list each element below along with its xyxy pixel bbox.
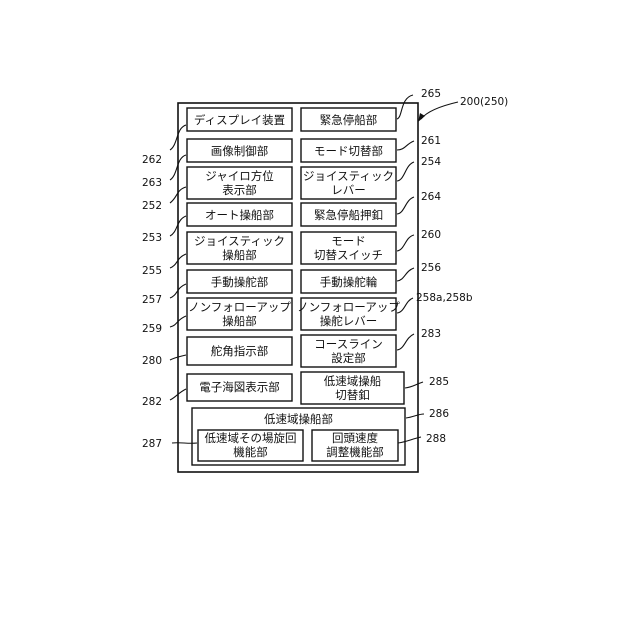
ref-200: 200(250) <box>460 96 508 108</box>
leader-285 <box>405 382 423 388</box>
ref-288: 288 <box>426 433 446 445</box>
ref-282: 282 <box>142 396 162 408</box>
ref-265: 265 <box>421 88 441 100</box>
emergency-stop-unit-label: 緊急停船部 <box>320 113 378 127</box>
ecdis-unit-label: 電子海図表示部 <box>199 380 280 394</box>
image-control-unit-label: 画像制御部 <box>211 144 269 158</box>
ref-252: 252 <box>142 200 162 212</box>
low-speed-unit-label: 低速域操船部 <box>264 412 333 426</box>
leader-260 <box>397 235 414 251</box>
joystick-lever-label-1: ジョイスティック <box>303 169 394 183</box>
pivot-turn-function-label-2: 機能部 <box>233 445 268 459</box>
leader-283 <box>397 334 414 350</box>
joystick-lever-label-2: レバー <box>331 183 366 197</box>
leader-265 <box>397 95 413 119</box>
mode-switch-label-2: 切替スイッチ <box>314 248 383 262</box>
leader-286 <box>406 414 424 418</box>
ref-262: 262 <box>142 154 162 166</box>
ref-263: 263 <box>142 177 162 189</box>
rudder-angle-unit-label: 舵角指示部 <box>211 344 269 358</box>
ref-258: 258a,258b <box>416 292 473 304</box>
leader-261 <box>397 141 414 150</box>
ref-255: 255 <box>142 265 162 277</box>
display-device-label: ディスプレイ装置 <box>194 113 285 127</box>
mode-switch-label-1: モード <box>331 234 366 248</box>
ref-285: 285 <box>429 376 449 388</box>
ref-264: 264 <box>421 191 441 203</box>
turn-rate-function-label-1: 回頭速度 <box>332 431 378 445</box>
ref-280: 280 <box>142 355 162 367</box>
course-line-label-2: 設定部 <box>331 351 366 365</box>
ref-287: 287 <box>142 438 162 450</box>
low-speed-switch-button-label-1: 低速域操船 <box>324 374 382 388</box>
pivot-turn-function-label-1: 低速域その場旋回 <box>205 431 297 445</box>
ref-254: 254 <box>421 156 441 168</box>
gyro-display-label-1: ジャイロ方位 <box>205 169 273 183</box>
manual-steer-unit-label: 手動操舵部 <box>211 275 269 289</box>
ref-261: 261 <box>421 135 441 147</box>
leader-264 <box>397 197 414 214</box>
joystick-ship-unit-label-1: ジョイスティック <box>194 234 285 248</box>
ref-256: 256 <box>421 262 441 274</box>
ref-283: 283 <box>421 328 441 340</box>
nonfollow-lever-label-2: 操舵レバー <box>320 314 378 328</box>
emergency-stop-button-label: 緊急停船押釦 <box>314 208 383 222</box>
low-speed-switch-button-label-2: 切替釦 <box>335 388 370 402</box>
auto-ship-unit-label: オート操船部 <box>205 208 274 222</box>
leader-287 <box>172 443 197 444</box>
ref-253: 253 <box>142 232 162 244</box>
arrowhead-200 <box>418 113 425 122</box>
nonfollow-lever-label-1: ノンフォローアップ <box>297 300 400 314</box>
turn-rate-function-label-2: 調整機能部 <box>326 445 384 459</box>
leader-256 <box>397 268 414 281</box>
course-line-label-1: コースライン <box>314 337 382 351</box>
mode-switch-unit-label: モード切替部 <box>314 144 383 158</box>
leader-200 <box>421 102 458 119</box>
nonfollow-ship-unit-label-1: ノンフォローアップ <box>188 300 291 314</box>
leader-254 <box>397 162 414 181</box>
joystick-ship-unit-label-2: 操船部 <box>222 248 257 262</box>
ref-260: 260 <box>421 229 441 241</box>
ref-257: 257 <box>142 294 162 306</box>
ref-259: 259 <box>142 323 162 335</box>
gyro-display-label-2: 表示部 <box>222 183 257 197</box>
nonfollow-ship-unit-label-2: 操船部 <box>222 314 257 328</box>
manual-steer-wheel-label: 手動操舵輪 <box>320 275 378 289</box>
ref-286: 286 <box>429 408 449 420</box>
